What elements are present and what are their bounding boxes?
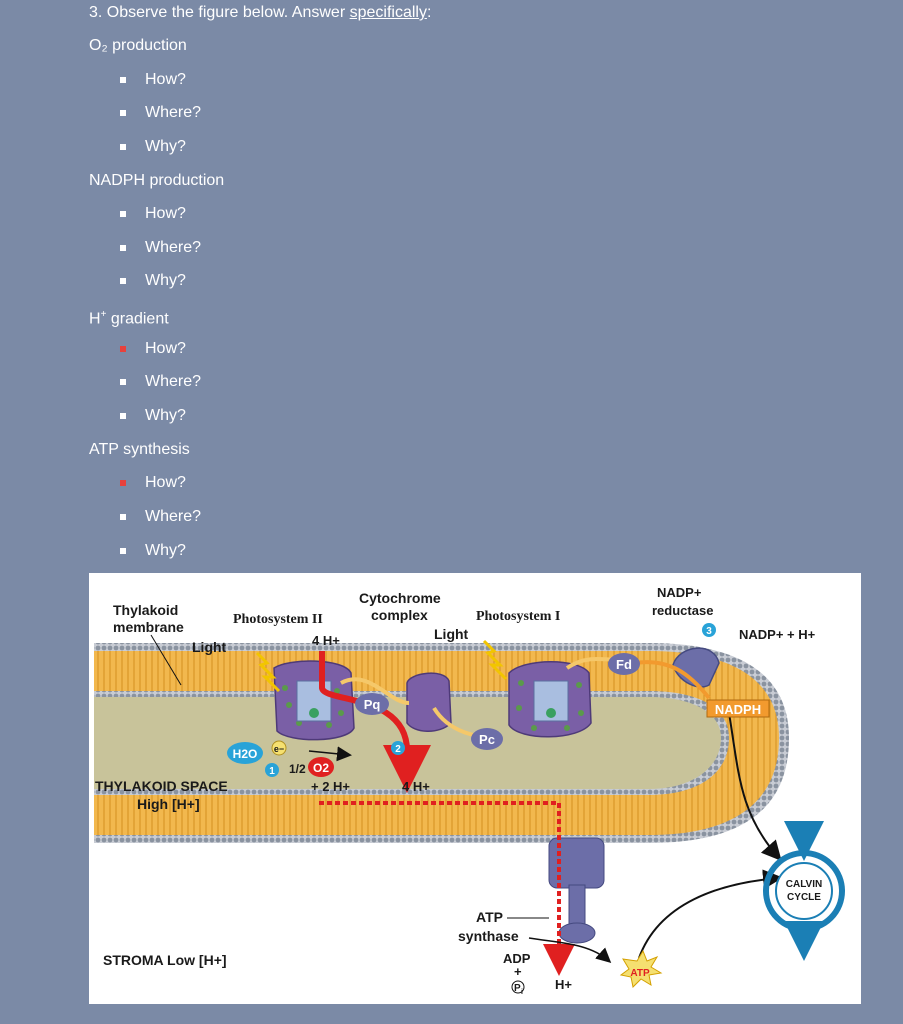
nadp-reductase-protein bbox=[672, 647, 720, 688]
calvin-label-1: CALVIN bbox=[786, 879, 822, 890]
light-label-2: Light bbox=[434, 626, 469, 642]
h2o-bubble bbox=[227, 742, 263, 764]
half-label: 1/2 bbox=[289, 762, 306, 776]
atp-to-calvin-arrow bbox=[638, 869, 783, 959]
h-plus-out-label: H+ bbox=[555, 977, 572, 992]
section-heading-h-gradient: H+ gradient bbox=[89, 309, 169, 328]
bullet-icon bbox=[120, 211, 126, 217]
bullet-icon bbox=[120, 110, 126, 116]
question-title: 3. Observe the figure below. Answer spec… bbox=[89, 4, 432, 21]
membrane-pointer-line bbox=[150, 634, 182, 686]
nadph-to-calvin-arrow bbox=[728, 712, 782, 861]
nadph-label: NADPH bbox=[715, 702, 761, 717]
bullet-icon bbox=[120, 278, 126, 284]
h2o-label: H2O bbox=[233, 747, 258, 761]
o2-bubble bbox=[308, 757, 334, 777]
fd-label: Fd bbox=[616, 657, 632, 672]
photosystem-i-label: Photosystem I bbox=[476, 609, 560, 624]
pq-label: Pq bbox=[364, 697, 381, 712]
list-item: How? bbox=[145, 71, 186, 88]
atp-synthase-label-1: ATP bbox=[476, 909, 503, 925]
electron-label: e− bbox=[274, 744, 284, 754]
atp-starburst-icon bbox=[619, 949, 663, 989]
photosystem-ii-label: Photosystem II bbox=[233, 612, 323, 627]
list-item: Why? bbox=[145, 542, 186, 559]
step-1-badge bbox=[265, 763, 279, 777]
nadph-box bbox=[706, 699, 770, 718]
bullet-icon bbox=[120, 480, 126, 486]
list-item: Where? bbox=[145, 239, 202, 256]
list-item: How? bbox=[145, 205, 186, 222]
high-h-label: High [H+] bbox=[137, 796, 200, 812]
pi-label: P bbox=[514, 983, 521, 994]
specifically-underline: specifically bbox=[349, 4, 427, 21]
photosystem-i bbox=[508, 661, 592, 738]
section-heading-o2: O₂ production bbox=[89, 37, 187, 54]
water-split-arrow bbox=[308, 746, 352, 762]
pc-carrier bbox=[471, 728, 503, 750]
bullet-icon bbox=[120, 514, 126, 520]
pi-circle-icon bbox=[511, 980, 525, 994]
calvin-cycle: CALVIN CYCLE bbox=[763, 821, 845, 961]
cytochrome-label-2: complex bbox=[371, 607, 428, 623]
calvin-label-2: CYCLE bbox=[787, 892, 821, 903]
list-item: Why? bbox=[145, 138, 186, 155]
bullet-icon bbox=[120, 77, 126, 83]
light-lightning-icon bbox=[255, 651, 281, 693]
list-item: Where? bbox=[145, 373, 202, 390]
pi-sub-label: i bbox=[521, 989, 523, 996]
electron-icon bbox=[271, 740, 287, 756]
list-item: Where? bbox=[145, 104, 202, 121]
step-3-label: 3 bbox=[706, 626, 712, 637]
step-1-label: 1 bbox=[269, 766, 275, 777]
pq-carrier bbox=[355, 693, 389, 715]
nadp-plus-h-label: NADP+ + H+ bbox=[739, 627, 816, 642]
section-heading-atp: ATP synthesis bbox=[89, 441, 190, 458]
o2-label: O2 bbox=[313, 761, 329, 775]
thylakoid-space-label: THYLAKOID SPACE bbox=[95, 778, 228, 794]
fd-carrier bbox=[608, 653, 640, 675]
thylakoid-membrane-label-2: membrane bbox=[113, 619, 184, 635]
h-top-label: 4 H+ bbox=[312, 633, 340, 648]
plus-label: + bbox=[514, 964, 522, 979]
bullet-icon bbox=[120, 245, 126, 251]
list-item: Why? bbox=[145, 407, 186, 424]
step-2-badge bbox=[391, 741, 405, 755]
step-2-label: 2 bbox=[395, 744, 401, 755]
light-lightning-icon bbox=[482, 639, 508, 681]
bullet-icon bbox=[120, 379, 126, 385]
list-item: Why? bbox=[145, 272, 186, 289]
photosystem-ii bbox=[273, 660, 355, 741]
adp-to-atp-arrow bbox=[528, 937, 612, 964]
light-reactions-diagram: CALVIN CYCLE Pq Pc Fd NADPH H2O e− O2 1/… bbox=[94, 585, 845, 996]
atp-synthase-label-2: synthase bbox=[458, 928, 519, 944]
h-bottom-label: 4 H+ bbox=[402, 779, 430, 794]
pc-label: Pc bbox=[479, 732, 495, 747]
step-3-badge bbox=[702, 623, 716, 637]
atp-synthase-protein bbox=[548, 837, 605, 944]
light-label-1: Light bbox=[192, 639, 227, 655]
nadp-reductase-label-1: NADP+ bbox=[657, 585, 702, 600]
thylakoid-membrane-label-1: Thylakoid bbox=[113, 602, 178, 618]
bullet-icon bbox=[120, 548, 126, 554]
cytochrome-label-1: Cytochrome bbox=[359, 590, 441, 606]
nadp-reductase-label-2: reductase bbox=[652, 603, 713, 618]
bullet-icon bbox=[120, 346, 126, 352]
atp-label: ATP bbox=[630, 968, 650, 979]
list-item: How? bbox=[145, 474, 186, 491]
light-reactions-figure: CALVIN CYCLE Pq Pc Fd NADPH H2O e− O2 1/… bbox=[89, 573, 861, 1004]
stroma-label: STROMA Low [H+] bbox=[103, 952, 227, 968]
section-heading-nadph: NADPH production bbox=[89, 172, 225, 189]
plus-2h-label: + 2 H+ bbox=[311, 779, 350, 794]
list-item: Where? bbox=[145, 508, 202, 525]
bullet-icon bbox=[120, 413, 126, 419]
bullet-icon bbox=[120, 144, 126, 150]
adp-label: ADP bbox=[503, 951, 531, 966]
list-item: How? bbox=[145, 340, 186, 357]
